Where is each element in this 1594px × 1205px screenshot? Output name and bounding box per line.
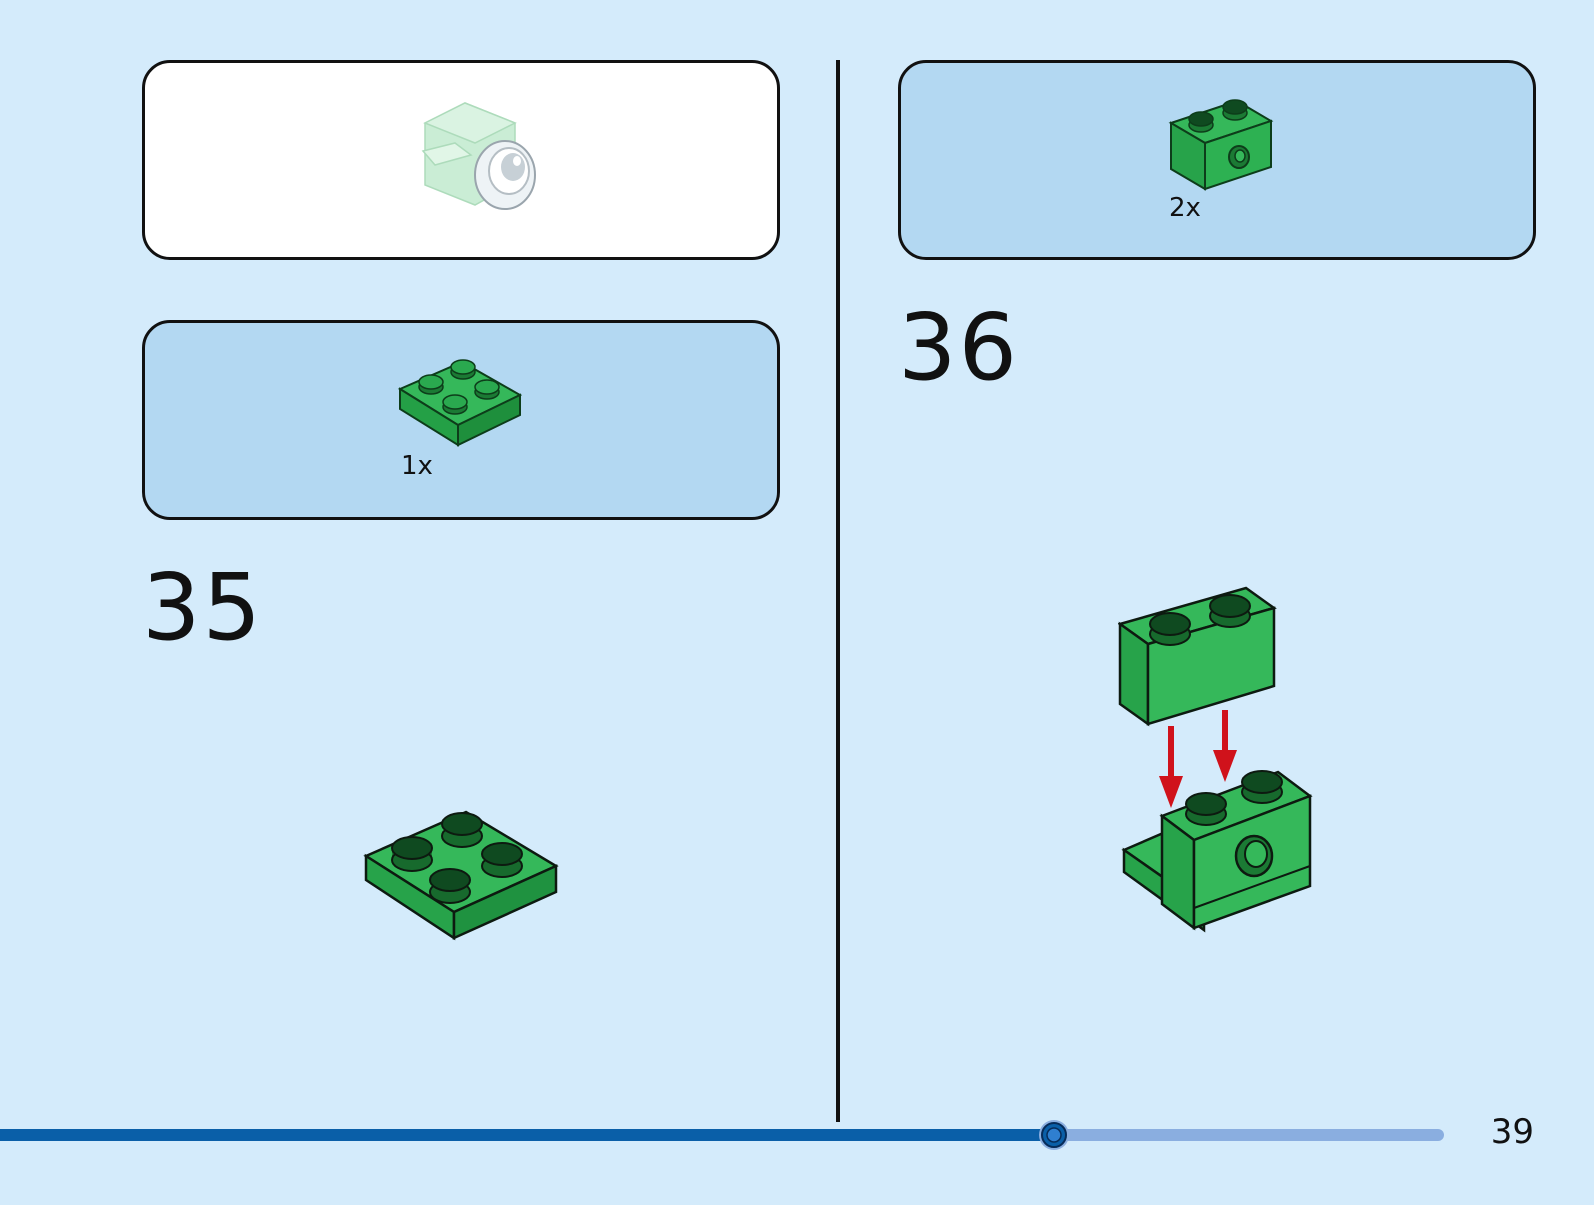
step36-parts-callout: 2x — [898, 60, 1536, 260]
step-number-35: 35 — [142, 554, 264, 661]
ghost-eye-assembly-image — [421, 102, 536, 210]
step35-parts-callout: 1x — [142, 320, 780, 520]
part-quantity: 1x — [401, 451, 433, 481]
top-brick — [1118, 586, 1277, 727]
column-divider — [836, 60, 840, 1122]
placement-arrows — [1159, 710, 1237, 808]
step-number-36: 36 — [898, 294, 1020, 401]
green-2x2-plate-part — [397, 359, 523, 447]
step35-plate-illustration — [363, 810, 559, 941]
progress-fill — [0, 1129, 1054, 1141]
page-number: 39 — [1490, 1112, 1534, 1152]
part-quantity: 2x — [1169, 193, 1201, 223]
step36-assembly-illustration — [1118, 586, 1313, 933]
progress-knob — [1039, 1120, 1069, 1150]
previous-build-callout — [142, 60, 780, 260]
green-1x2-brick-with-hole-part — [1168, 99, 1274, 191]
base-assembly — [1121, 770, 1313, 933]
build-progress-bar — [0, 1120, 1444, 1150]
